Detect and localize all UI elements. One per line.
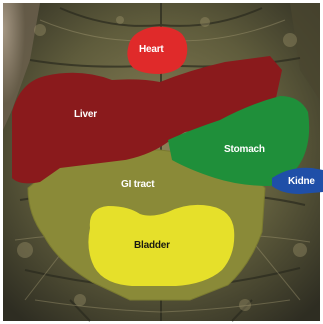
gi-tract-label: GI tract <box>121 179 155 190</box>
liver-label: Liver <box>74 109 97 120</box>
kidney-label: Kidne <box>288 176 315 187</box>
heart-label: Heart <box>139 44 164 55</box>
stomach-label: Stomach <box>224 144 265 155</box>
bladder-label: Bladder <box>134 240 170 251</box>
